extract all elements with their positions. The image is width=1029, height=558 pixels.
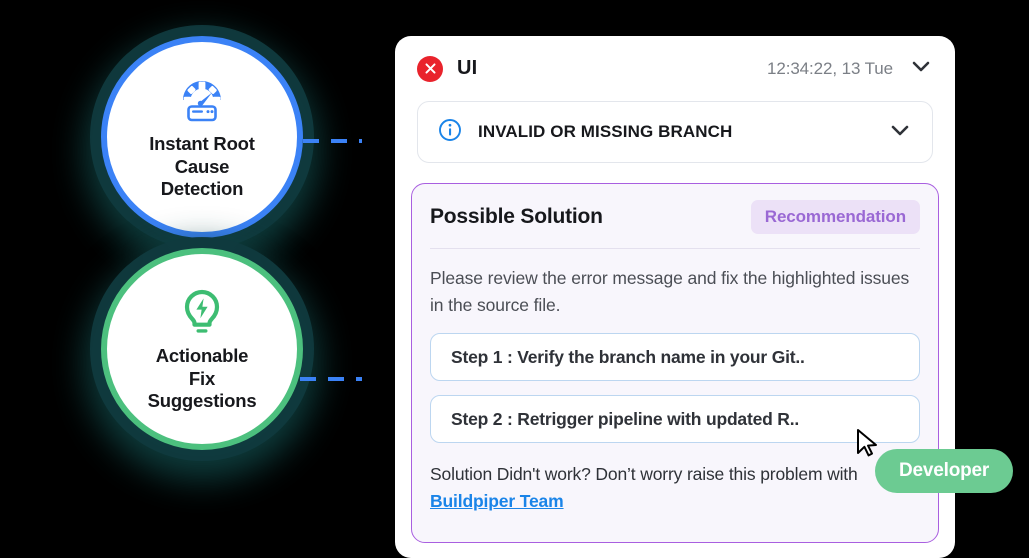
solution-header: Possible Solution Recommendation [430,200,920,234]
app-panel: UI 12:34:22, 13 Tue INVALID OR MISSING [395,36,955,558]
connector-line-top [303,139,399,143]
lightbulb-bolt-icon [175,285,229,339]
feature-label-1: Instant Root Cause Detection [149,133,255,200]
page-title: UI [457,57,478,79]
error-close-icon [417,55,443,82]
chevron-down-icon[interactable] [888,118,912,147]
feature-card-instant-root-cause-detection[interactable]: Instant Root Cause Detection [101,36,303,238]
error-banner[interactable]: INVALID OR MISSING BRANCH [417,101,933,163]
solution-footer-text: Solution Didn't work? Don’t worry raise … [430,464,858,484]
feature-card-actionable-fix-suggestions[interactable]: Actionable Fix Suggestions [101,248,303,450]
panel-header: UI 12:34:22, 13 Tue [395,36,955,83]
mouse-pointer-icon [855,428,879,463]
buildpiper-team-link[interactable]: Buildpiper Team [430,491,564,511]
solution-description: Please review the error message and fix … [430,268,910,315]
chevron-down-icon[interactable] [909,54,933,83]
solution-step-2-label: Step 2 : Retrigger pipeline with updated… [451,408,800,429]
solution-step-1-label: Step 1 : Verify the branch name in your … [451,346,805,367]
connector-line-bottom [300,377,404,381]
developer-badge: Developer [875,449,1014,493]
canvas: Instant Root Cause Detection Actionable … [101,36,1014,558]
timestamp: 12:34:22, 13 Tue [766,58,893,78]
solution-step-1[interactable]: Step 1 : Verify the branch name in your … [430,333,920,381]
divider [430,248,920,249]
header-right: 12:34:22, 13 Tue [767,54,933,83]
feature-label-2: Actionable Fix Suggestions [147,345,257,412]
solution-step-2[interactable]: Step 2 : Retrigger pipeline with updated… [430,395,920,443]
error-banner-text: INVALID OR MISSING BRANCH [478,122,733,141]
info-circle-icon [438,118,462,147]
recommendation-badge: Recommendation [750,200,920,234]
possible-solution-card: Possible Solution Recommendation Please … [411,183,939,543]
speedometer-server-icon [175,73,229,127]
solution-title: Possible Solution [430,205,603,228]
solution-footer: Solution Didn't work? Don’t worry raise … [430,461,920,515]
